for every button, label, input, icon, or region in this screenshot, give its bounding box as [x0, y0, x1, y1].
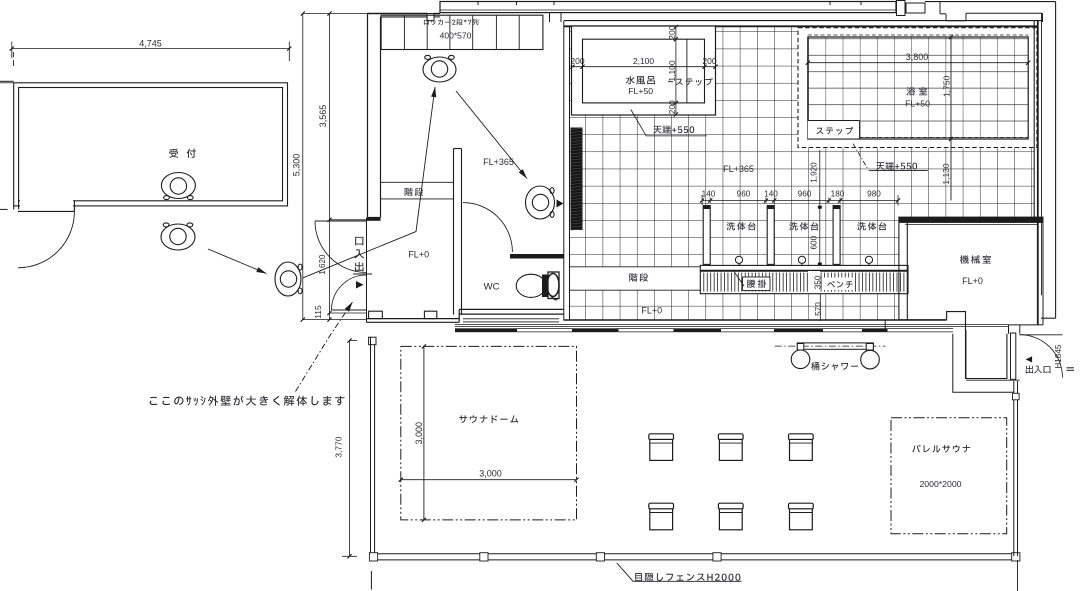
svg-text:115: 115 [313, 305, 323, 319]
svg-text:1,920: 1,920 [809, 162, 818, 183]
svg-text:4,745: 4,745 [139, 38, 162, 48]
svg-text:200: 200 [570, 56, 584, 66]
svg-text:FL+0: FL+0 [408, 250, 429, 260]
svg-text:FL+50: FL+50 [628, 86, 653, 96]
svg-text:1,750: 1,750 [942, 75, 952, 97]
svg-text:1,100: 1,100 [667, 60, 677, 82]
svg-text:140: 140 [764, 189, 778, 198]
svg-text:200: 200 [667, 100, 677, 114]
svg-text:FL+50: FL+50 [905, 99, 930, 109]
svg-text:H1845: H1845 [1054, 344, 1063, 369]
svg-text:180: 180 [831, 189, 845, 198]
svg-text:350: 350 [813, 275, 822, 289]
svg-text:200: 200 [702, 56, 716, 66]
svg-text:FL+365: FL+365 [483, 157, 514, 167]
svg-text:570: 570 [814, 302, 823, 316]
svg-text:WC: WC [484, 282, 500, 293]
svg-text:1,620: 1,620 [318, 254, 327, 275]
svg-text:3,000: 3,000 [479, 469, 502, 479]
svg-text:FL+0: FL+0 [641, 305, 662, 315]
svg-text:1,130: 1,130 [941, 163, 951, 185]
svg-text:2000*2000: 2000*2000 [919, 479, 961, 489]
svg-text:140: 140 [702, 189, 716, 198]
svg-text:3,770: 3,770 [334, 436, 344, 458]
svg-text:3,565: 3,565 [318, 105, 328, 128]
svg-text:3,800: 3,800 [906, 52, 929, 62]
svg-text:FL+0: FL+0 [962, 276, 983, 286]
svg-text:2,100: 2,100 [633, 56, 655, 66]
svg-text:960: 960 [798, 189, 812, 198]
svg-text:980: 980 [867, 189, 881, 198]
svg-text:200: 200 [667, 25, 677, 39]
svg-text:FL+365: FL+365 [723, 164, 754, 174]
svg-text:960: 960 [737, 189, 751, 198]
svg-text:5,300: 5,300 [292, 154, 302, 177]
svg-text:600: 600 [809, 235, 818, 249]
svg-text:3,000: 3,000 [414, 422, 424, 445]
svg-text:400*570: 400*570 [440, 31, 472, 41]
